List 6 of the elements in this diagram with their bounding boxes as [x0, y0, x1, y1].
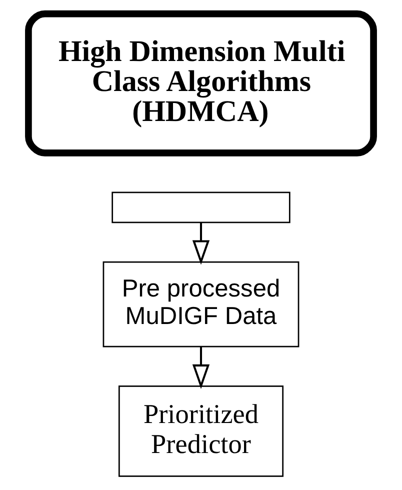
node-box: Prioritized Predictor: [118, 385, 284, 477]
arrow: [192, 346, 210, 389]
node-box: Pre processed MuDIGF Data: [102, 261, 300, 348]
node-box: [112, 192, 290, 224]
arrow: [192, 222, 210, 265]
node-box: High Dimension Multi Class Algorithms (HDMCA): [25, 10, 377, 156]
